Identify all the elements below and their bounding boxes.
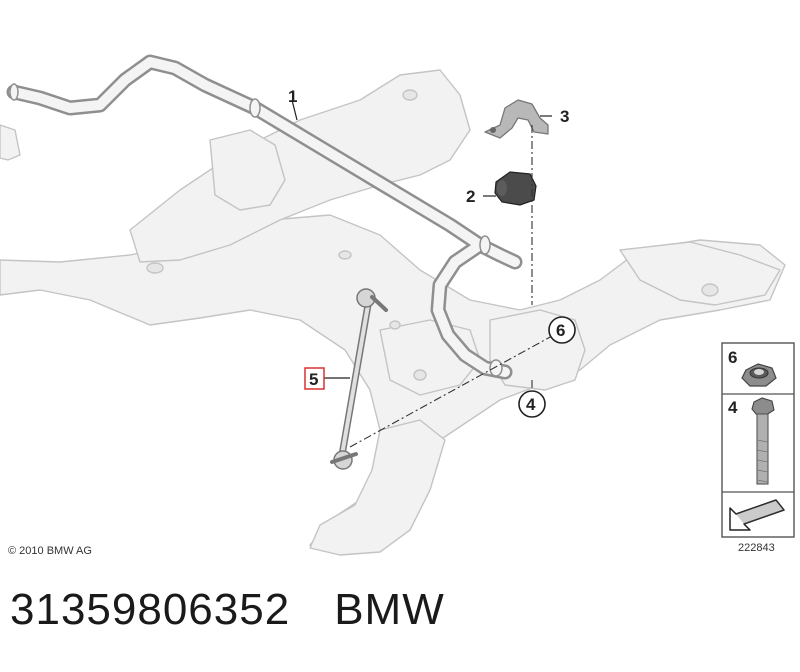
callout-5-highlight bbox=[304, 367, 325, 390]
stabilizer-link bbox=[330, 288, 388, 470]
callout-2: 2 bbox=[466, 187, 475, 206]
callout-4-circle bbox=[518, 390, 546, 418]
hardware-legend: 6 4 bbox=[721, 342, 795, 538]
hex-bolt-icon bbox=[751, 397, 775, 485]
stabilizer-bracket bbox=[484, 99, 549, 139]
legend-label-nut: 6 bbox=[728, 348, 737, 367]
brand-name: BMW bbox=[334, 585, 445, 634]
leader-lines bbox=[349, 125, 553, 448]
rubber-mounting bbox=[494, 171, 537, 206]
hex-nut-icon bbox=[741, 363, 777, 387]
callout-4: 4 bbox=[526, 395, 536, 414]
callout-6: 6 bbox=[556, 321, 565, 340]
callout-3: 3 bbox=[560, 107, 569, 126]
image-number: 222843 bbox=[738, 542, 775, 554]
direction-arrow-icon bbox=[729, 499, 785, 531]
part-number: 31359806352 bbox=[10, 585, 291, 634]
callout-6-circle bbox=[548, 316, 576, 344]
callout-5: 5 bbox=[309, 370, 318, 389]
callout-lines bbox=[291, 99, 552, 379]
stabilizer-bar bbox=[6, 54, 523, 380]
callout-1: 1 bbox=[288, 87, 297, 106]
legend-label-bolt: 4 bbox=[728, 398, 738, 417]
parts-diagram: 1 3 2 5 6 4 6 4 bbox=[0, 54, 795, 557]
copyright-text: © 2010 BMW AG bbox=[8, 545, 92, 557]
subframe bbox=[0, 69, 786, 556]
part-number-caption: 31359806352 BMW bbox=[10, 585, 445, 635]
